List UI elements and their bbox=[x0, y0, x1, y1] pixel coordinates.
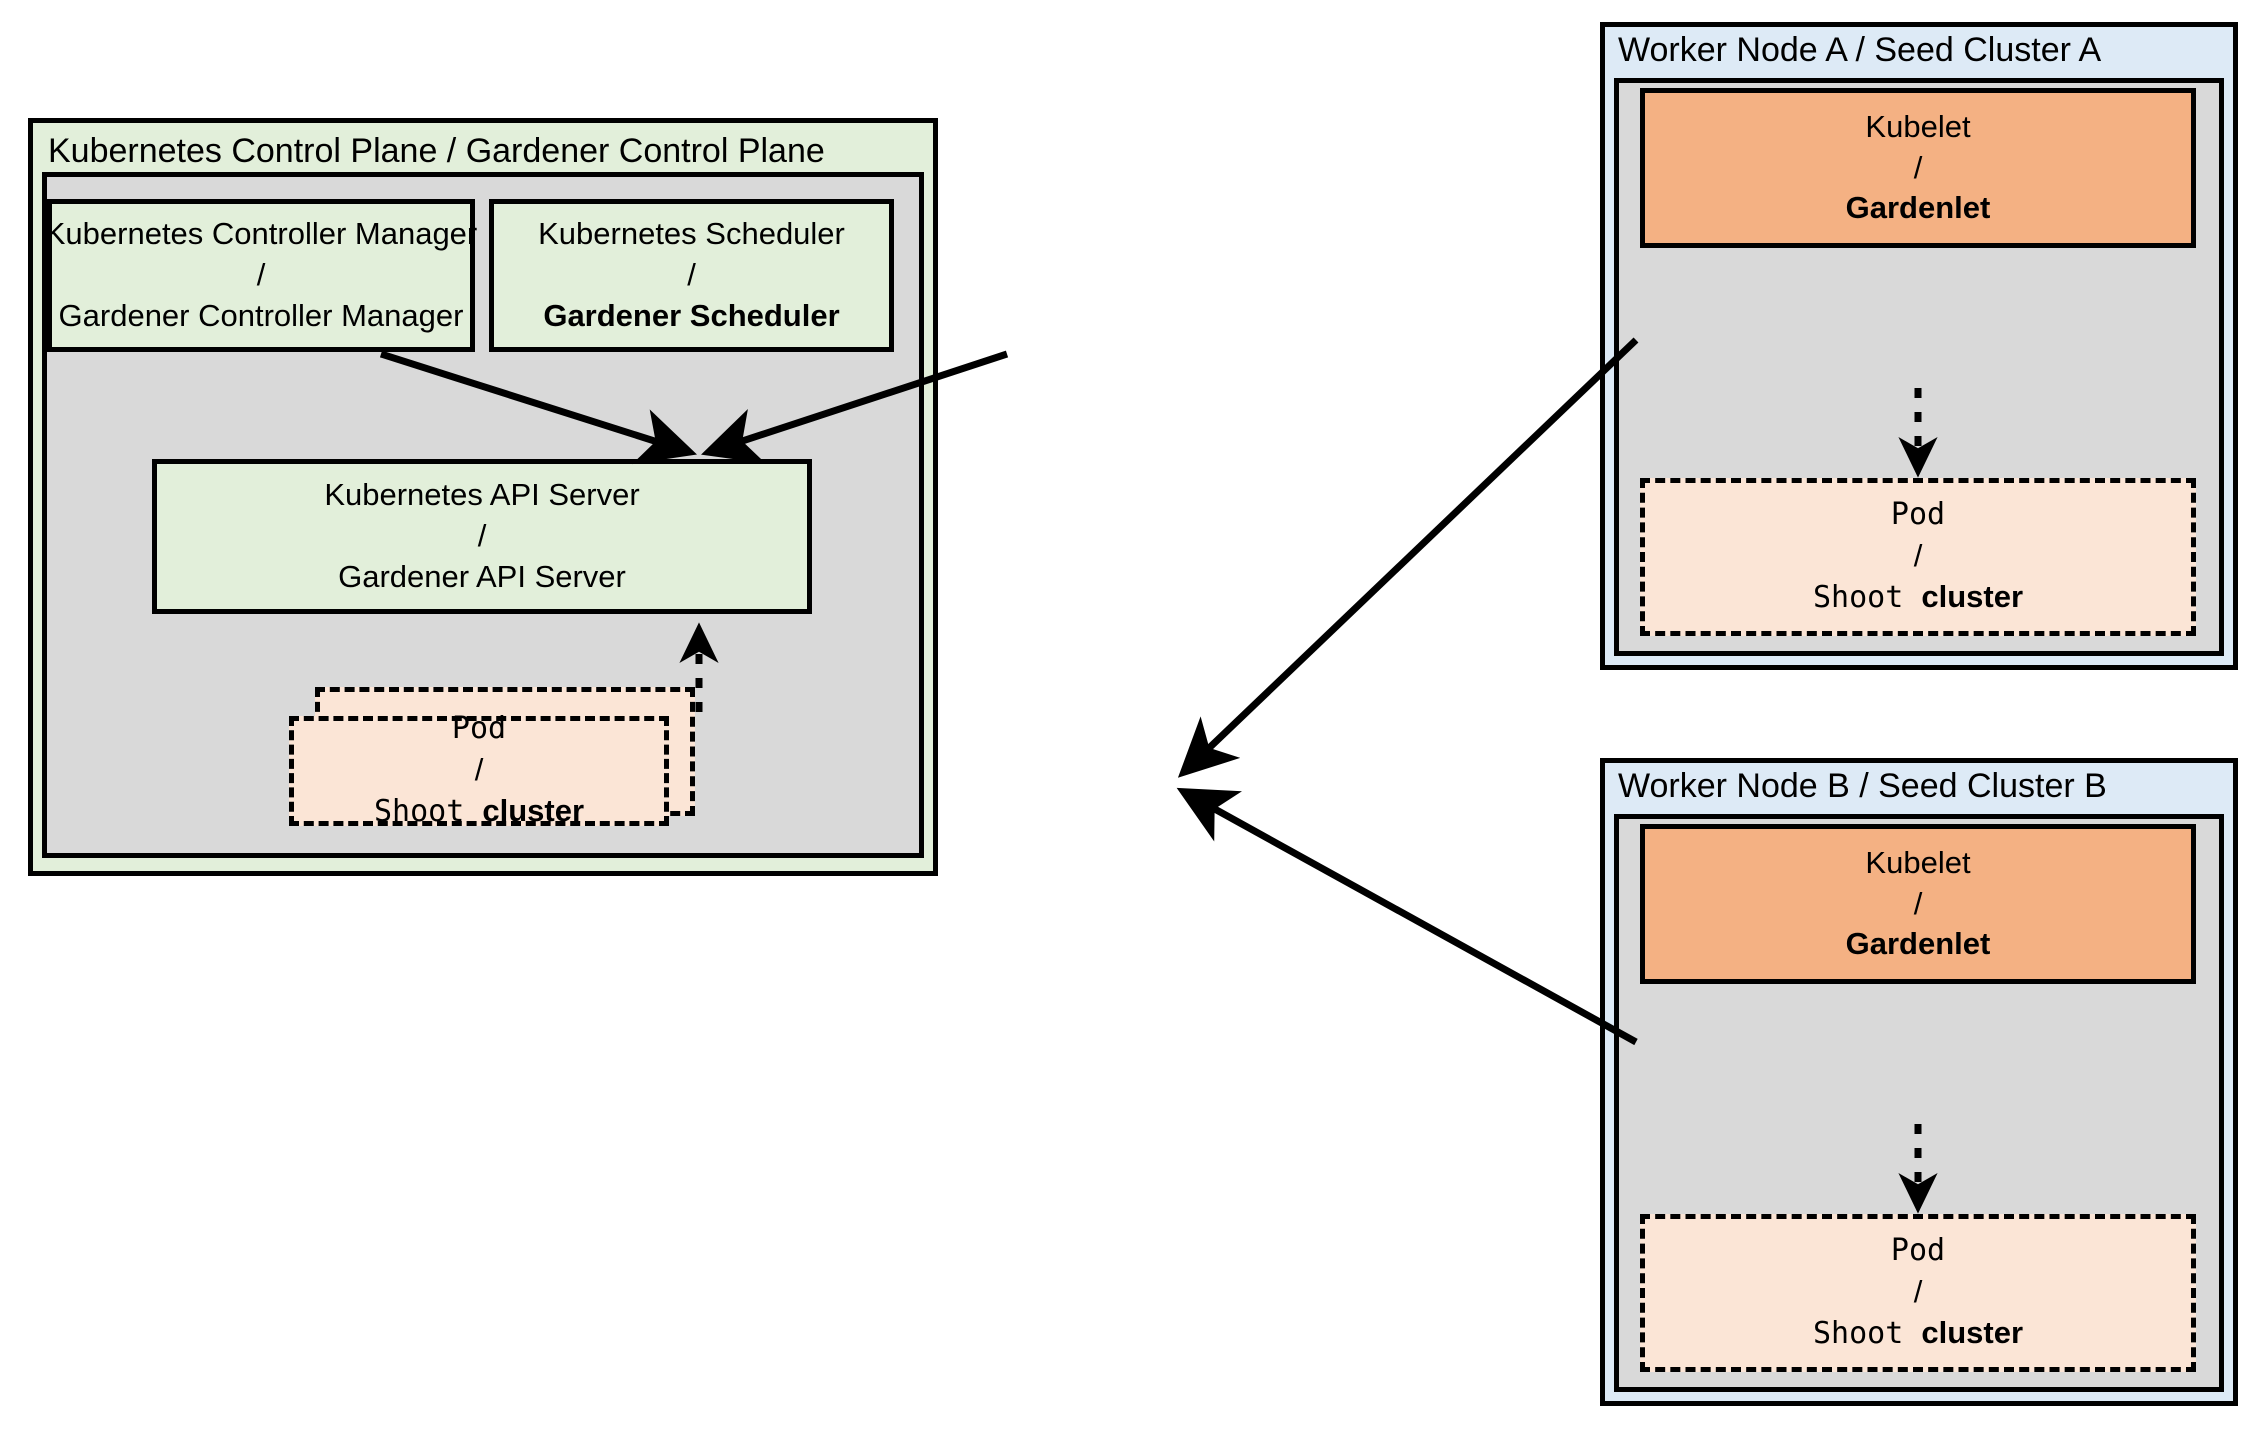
api-server-line2: Gardener API Server bbox=[338, 558, 626, 594]
worker-a-kubelet-line2: Gardenlet bbox=[1845, 190, 1991, 226]
control-plane-title: Kubernetes Control Plane / Gardener Cont… bbox=[48, 132, 825, 170]
worker-b-kubelet-separator: / bbox=[1913, 885, 1923, 921]
api-server-line1: Kubernetes API Server bbox=[324, 477, 640, 513]
scheduler-line1: Kubernetes Scheduler bbox=[538, 216, 845, 252]
worker-b-pod-separator: / bbox=[1913, 1273, 1923, 1309]
scheduler-separator: / bbox=[687, 257, 696, 293]
kubernetes-api-server-box[interactable]: Kubernetes API Server / Gardener API Ser… bbox=[152, 459, 812, 614]
worker-node-b-pod-box[interactable]: Pod / Shoot cluster bbox=[1640, 1214, 2196, 1372]
worker-b-pod-shoot: Shoot bbox=[1812, 1316, 1922, 1352]
worker-a-pod-line2: Shoot cluster bbox=[1813, 576, 2023, 618]
worker-b-kubelet-line1: Kubelet bbox=[1865, 844, 1971, 880]
control-plane-pod-line2: Shoot cluster bbox=[374, 790, 584, 832]
controller-manager-line2: Gardener Controller Manager bbox=[58, 297, 464, 333]
worker-a-kubelet-separator: / bbox=[1913, 149, 1923, 185]
worker-a-pod-separator: / bbox=[1913, 537, 1923, 573]
worker-b-pod-line2: Shoot cluster bbox=[1813, 1312, 2023, 1354]
controller-manager-line1: Kubernetes Controller Manager bbox=[44, 216, 478, 252]
worker-node-b-kubelet-box[interactable]: Kubelet / Gardenlet bbox=[1640, 824, 2196, 984]
control-plane-pod-box[interactable]: Pod / Shoot cluster bbox=[289, 711, 669, 829]
worker-a-pod-shoot: Shoot bbox=[1812, 580, 1922, 616]
arrow-gardenlet-b-to-api-server bbox=[1176, 787, 1638, 1046]
worker-node-b-title: Worker Node B / Seed Cluster B bbox=[1618, 767, 2107, 805]
api-server-separator: / bbox=[477, 518, 487, 554]
arrow-gardenlet-a-to-api-server bbox=[1177, 337, 1639, 778]
worker-a-pod-line1: Pod bbox=[1890, 497, 1946, 533]
worker-node-a-kubelet-box[interactable]: Kubelet / Gardenlet bbox=[1640, 88, 2196, 248]
worker-b-pod-cluster: cluster bbox=[1921, 1315, 2024, 1351]
kubernetes-controller-manager-box[interactable]: Kubernetes Controller Manager / Gardener… bbox=[44, 199, 478, 352]
control-plane-pod-line1: Pod bbox=[451, 711, 507, 747]
worker-a-kubelet-line1: Kubelet bbox=[1865, 108, 1971, 144]
control-plane-pod-cluster: cluster bbox=[482, 793, 585, 829]
kubernetes-scheduler-box[interactable]: Kubernetes Scheduler / Gardener Schedule… bbox=[489, 199, 894, 352]
controller-manager-separator: / bbox=[256, 257, 266, 293]
worker-node-a-pod-box[interactable]: Pod / Shoot cluster bbox=[1640, 478, 2196, 636]
control-plane-pod-separator: / bbox=[474, 751, 484, 787]
worker-node-a-title: Worker Node A / Seed Cluster A bbox=[1618, 31, 2102, 69]
scheduler-line2: Gardener Scheduler bbox=[543, 297, 840, 333]
control-plane-pod-shoot: Shoot bbox=[373, 794, 483, 830]
worker-b-pod-line1: Pod bbox=[1890, 1233, 1946, 1269]
worker-a-pod-cluster: cluster bbox=[1921, 579, 2024, 615]
worker-b-kubelet-line2: Gardenlet bbox=[1845, 926, 1991, 962]
